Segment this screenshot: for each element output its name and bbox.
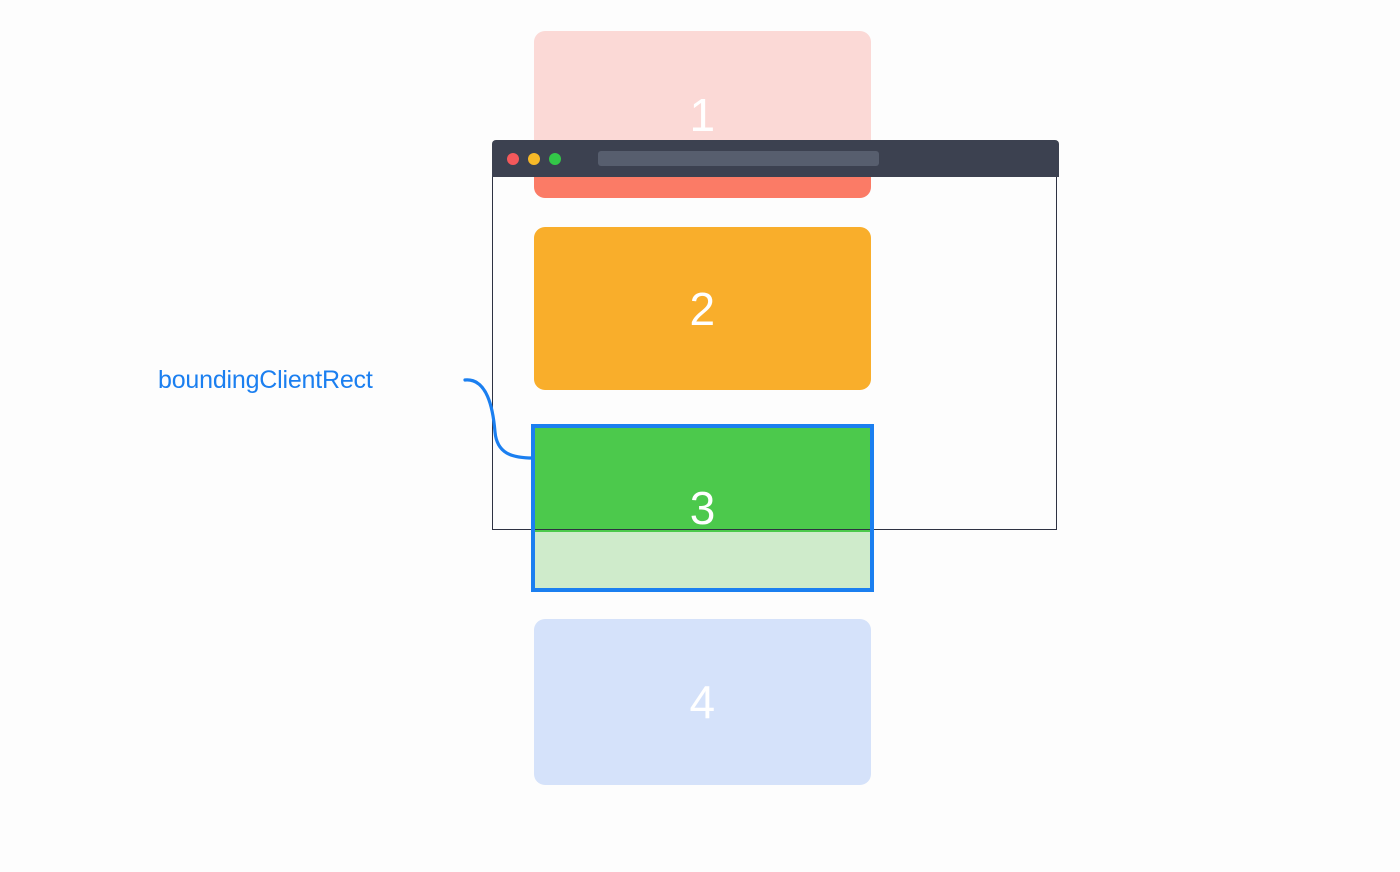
browser-window [492, 140, 1059, 532]
leader-line [463, 378, 535, 460]
maximize-window-icon[interactable] [549, 153, 561, 165]
flow-box-1-label: 1 [689, 88, 716, 141]
minimize-window-icon[interactable] [528, 153, 540, 165]
close-window-icon[interactable] [507, 153, 519, 165]
address-bar-input[interactable] [598, 151, 879, 166]
flow-box-3-label: 3 [689, 482, 716, 534]
flow-box-4: 4 [534, 619, 871, 785]
flow-box-3-visible-portion: 3 [533, 426, 872, 534]
browser-viewport [492, 177, 1057, 530]
flow-box-4-label: 4 [689, 676, 716, 728]
bounding-client-rect-highlight [531, 424, 874, 592]
bounding-client-rect-label: boundingClientRect [158, 366, 373, 394]
browser-titlebar [492, 140, 1059, 177]
